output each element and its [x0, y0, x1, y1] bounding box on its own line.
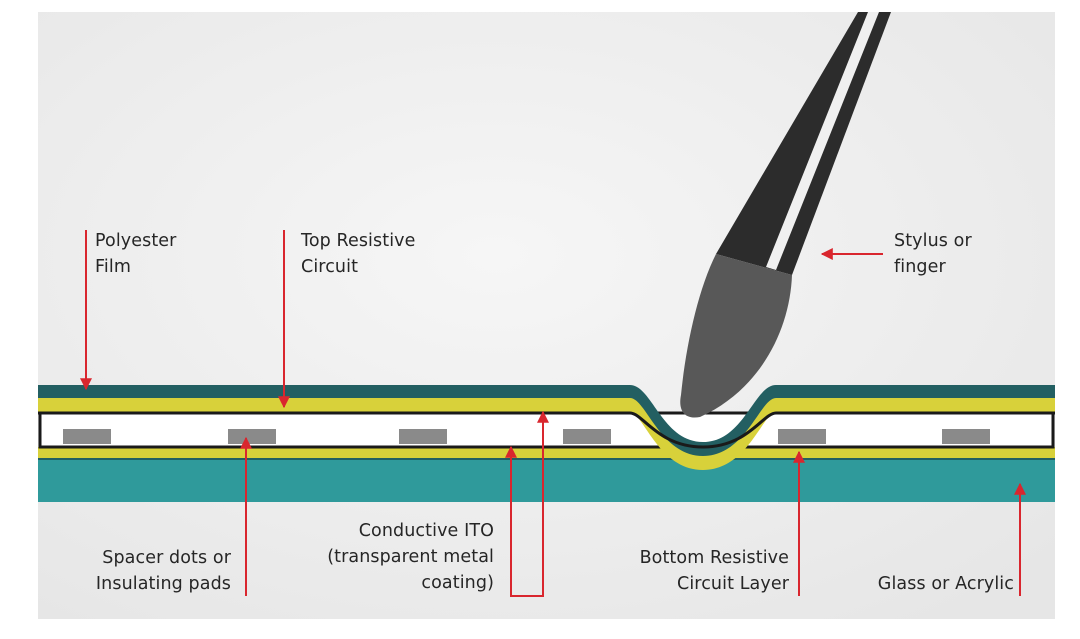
glass-substrate-layer: [38, 460, 1055, 502]
label-line: Spacer dots or: [102, 548, 231, 568]
spacer-dot: [942, 429, 990, 444]
label-line: Conductive ITO: [358, 521, 494, 541]
diagram-background: [38, 12, 1055, 619]
label-line: Insulating pads: [95, 574, 231, 594]
bottom-layer-divider: [38, 458, 1055, 460]
label-line: Film: [95, 257, 131, 277]
label-bottom-resistive: Bottom Resistive Circuit Layer: [640, 545, 789, 597]
spacer-dot: [399, 429, 447, 444]
label-spacer-dots: Spacer dots or Insulating pads: [96, 545, 231, 597]
label-line: finger: [894, 257, 946, 277]
spacer-dot: [228, 429, 276, 444]
label-line: Circuit Layer: [677, 574, 789, 594]
air-gap-layer: [38, 411, 1055, 449]
label-line: coating): [421, 573, 494, 593]
top-resistive-layer: [38, 398, 1055, 470]
label-line: (transparent metal: [327, 547, 494, 567]
label-polyester-film: Polyester Film: [95, 228, 176, 280]
indicator-arrows: [80, 230, 1026, 597]
label-stylus-or-finger: Stylus or finger: [894, 228, 972, 280]
top-layer-outline: [38, 411, 1055, 449]
stylus-groove: [766, 12, 879, 270]
label-line: Circuit: [301, 257, 359, 277]
spacer-dot: [778, 429, 826, 444]
stylus-icon: [680, 12, 891, 418]
label-line: Stylus or: [894, 231, 972, 251]
label-glass-or-acrylic: Glass or Acrylic: [878, 571, 1014, 597]
label-line: Glass or Acrylic: [877, 574, 1014, 594]
spacer-dot: [63, 429, 111, 444]
label-top-resistive-circuit: Top Resistive Circuit: [301, 228, 415, 280]
arrow-conductive-ito: [510, 414, 544, 597]
spacer-dot: [563, 429, 611, 444]
label-line: Top Resistive: [301, 231, 416, 251]
label-line: Polyester: [95, 231, 177, 251]
label-conductive-ito: Conductive ITO (transparent metal coatin…: [327, 518, 494, 596]
stylus-tip: [680, 254, 792, 418]
label-line: Bottom Resistive: [639, 548, 789, 568]
polyester-film-layer: [38, 385, 1055, 460]
